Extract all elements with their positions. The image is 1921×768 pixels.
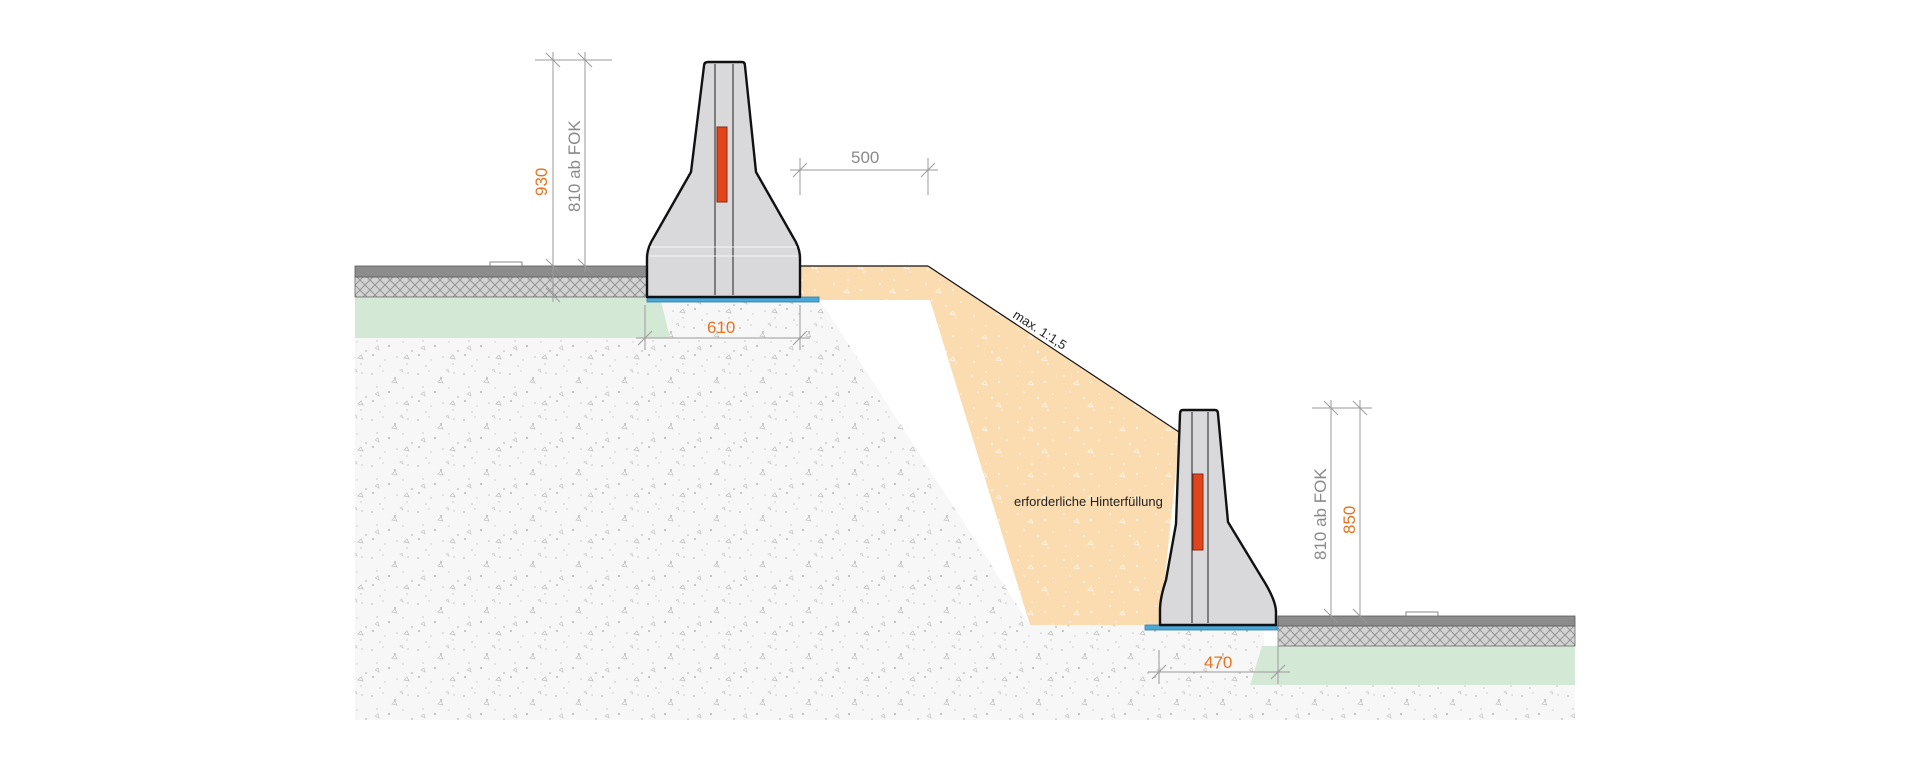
lower-barrier (1144, 408, 1278, 631)
lower-gravel-bed (1250, 646, 1575, 685)
upper-subbase-hatch (354, 276, 648, 298)
upper-asphalt (354, 265, 648, 278)
natural-soil (355, 275, 1264, 720)
slope-line-diagonal (927, 265, 1183, 435)
lower-road-structure (1250, 611, 1576, 685)
lower-road-height-label: 810 ab FOK (1311, 468, 1330, 560)
upper-base-dimension (636, 305, 810, 350)
backfill-label: erforderliche Hinterfüllung (1014, 494, 1163, 509)
lower-subbase-hatch (1277, 625, 1576, 647)
backfill-zone (800, 266, 1180, 625)
lower-height-dimension (1312, 400, 1372, 624)
upper-road-height-label: 810 ab FOK (565, 120, 584, 212)
upper-reflector (716, 126, 728, 203)
upper-height-dimension (535, 52, 612, 303)
offset-label: 500 (851, 148, 879, 167)
upper-road-structure (354, 261, 670, 338)
lower-base-dimension (1148, 630, 1290, 684)
upper-base-width-label: 610 (707, 318, 735, 337)
upper-gravel-wedge (645, 297, 670, 338)
offset-dimension (790, 158, 938, 195)
lower-total-height-label: 850 (1340, 506, 1359, 534)
upper-road-marking (489, 261, 523, 267)
upper-gravel-bed (355, 297, 655, 338)
upper-total-height-label: 930 (532, 168, 551, 196)
lower-barrier-body (1158, 408, 1278, 627)
lower-reflector (1192, 473, 1204, 551)
lower-asphalt (1277, 615, 1576, 627)
lower-road-marking (1405, 611, 1439, 617)
lower-base-width-label: 470 (1204, 653, 1232, 672)
upper-barrier (645, 60, 820, 303)
lower-soil (1264, 680, 1575, 720)
